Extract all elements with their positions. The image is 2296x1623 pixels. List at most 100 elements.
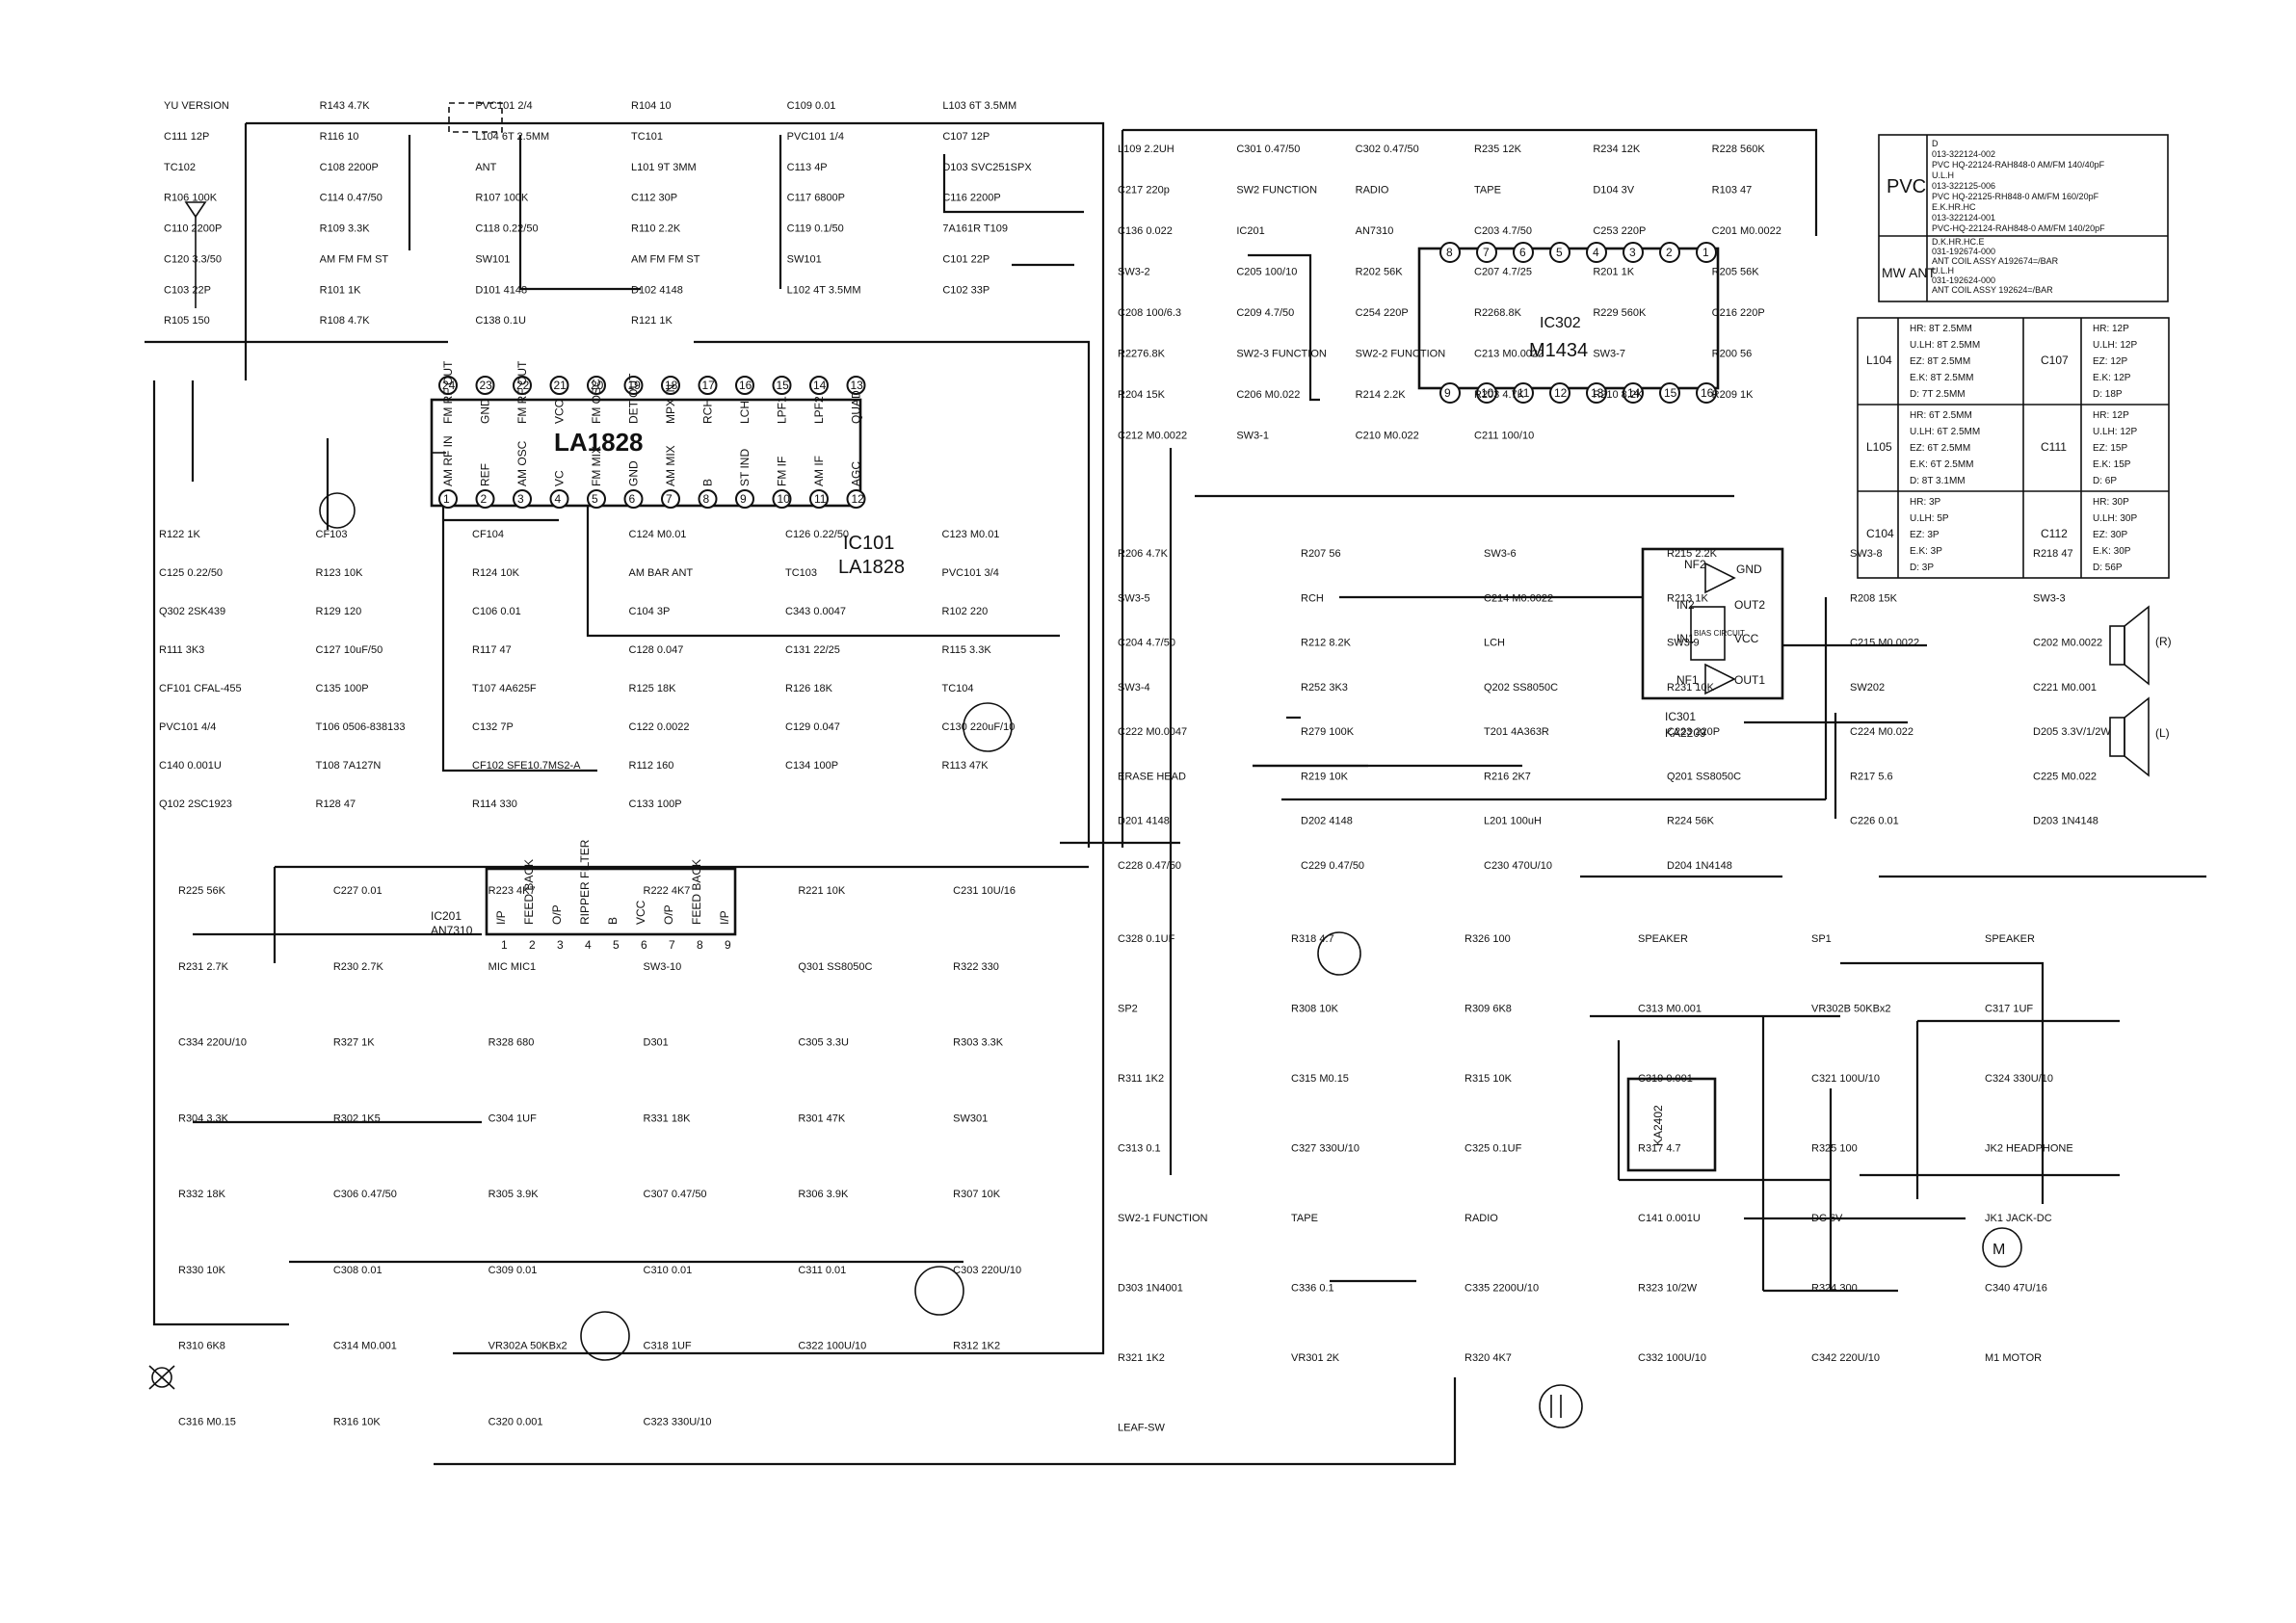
component-label: T107 4A625F [472, 683, 537, 694]
la1828-pin-number: 20 [591, 379, 604, 392]
spec-value: U.LH: 8T 2.5MM [1910, 340, 1980, 351]
component-label: L103 6T 3.5MM [942, 100, 1016, 112]
component-label: R209 1K [1712, 389, 1754, 401]
component-label: D205 3.3V/1/2W [2033, 726, 2111, 738]
component-label: C342 220U/10 [1811, 1352, 1880, 1364]
component-label: C304 1UF [488, 1113, 537, 1124]
spec-part: L105 [1866, 440, 1892, 454]
la1828-pin-label: VCC [553, 399, 567, 424]
la1828-pin-10 [772, 489, 792, 509]
component-label: R218 47 [2033, 548, 2073, 560]
la1828-pin-number: 13 [851, 379, 864, 392]
component-label: R252 3K3 [1301, 682, 1348, 694]
component-label: L102 4T 3.5MM [787, 284, 861, 296]
component-label: R105 150 [164, 315, 210, 327]
component-label: CF102 SFE10.7MS2-A [472, 760, 581, 772]
component-label: C336 0.1 [1291, 1283, 1334, 1295]
la1828-pin-label: AM OSC [515, 440, 529, 486]
component-label: SW3-5 [1118, 592, 1150, 604]
la1828-pin-number: 8 [703, 492, 710, 506]
component-label: R107 100K [475, 193, 529, 204]
speaker-sp2: (L) [2109, 696, 2170, 777]
component-label: C209 4.7/50 [1236, 307, 1294, 319]
component-label: R123 10K [316, 567, 364, 579]
ka2209-vcc: VCC [1734, 632, 1759, 645]
component-label: T106 0506-838133 [316, 721, 406, 733]
component-label: R231 2.7K [178, 961, 229, 973]
m1434-pin-number: 1 [1702, 246, 1709, 259]
component-label: MIC MIC1 [488, 961, 536, 973]
m1434-pin-10 [1476, 382, 1497, 404]
component-label: Q302 2SK439 [159, 606, 225, 617]
component-label: SW2-2 FUNCTION [1356, 349, 1446, 360]
spec-value2: E.K: 15P [2093, 459, 2131, 470]
spec-value2: D: 56P [2093, 563, 2123, 573]
component-label: C332 100U/10 [1638, 1352, 1706, 1364]
m1434-pin-number: 11 [1517, 386, 1530, 400]
pvc-line: 013-322125-006 [1932, 181, 1995, 191]
spec-value2: HR: 30P [2093, 497, 2129, 508]
ic302-m1434: IC302 M1434 [1417, 247, 1720, 390]
component-label: C324 330U/10 [1985, 1073, 2053, 1085]
la1828-pin-13 [846, 376, 866, 395]
component-label: Q102 2SC1923 [159, 798, 232, 810]
component-label: TC102 [164, 162, 196, 173]
component-label: C340 47U/16 [1985, 1283, 2047, 1295]
component-label: L101 9T 3MM [631, 162, 697, 173]
component-label: C335 2200U/10 [1465, 1283, 1539, 1295]
component-label: C228 0.47/50 [1118, 860, 1181, 872]
component-label: L109 2.2UH [1118, 144, 1174, 155]
component-label: C106 0.01 [472, 606, 521, 617]
la1828-pin-24 [438, 376, 458, 395]
ic302-ref: IC302 [1540, 315, 1581, 331]
component-label: R316 10K [333, 1416, 382, 1427]
component-label: C133 100P [629, 798, 682, 810]
an7310-pin-number: 5 [613, 938, 620, 952]
component-label: R312 1K2 [953, 1341, 1000, 1352]
la1828-pin-label: FM MIX [590, 446, 603, 486]
component-label: R210 8.2K [1593, 389, 1644, 401]
component-label: C119 0.1/50 [787, 223, 844, 235]
la1828-pin-number: 7 [666, 492, 673, 506]
component-label: SPEAKER [1985, 933, 2035, 945]
component-label: R325 100 [1811, 1143, 1858, 1155]
component-label: C309 0.01 [488, 1265, 538, 1276]
component-label: SPEAKER [1638, 933, 1688, 945]
ka2209-out2: OUT2 [1734, 598, 1765, 612]
m1434-pin-number: 3 [1629, 246, 1636, 259]
la1828-pin-number: 3 [517, 492, 524, 506]
la1828-pin-number: 9 [740, 492, 747, 506]
component-label: C319 0.001 [1638, 1073, 1693, 1085]
mw-ant-line: D.K.HR.HC.E [1932, 237, 1985, 247]
component-label: R101 1K [320, 284, 361, 296]
component-label: R309 6K8 [1465, 1004, 1512, 1015]
la1828-pin-number: 12 [852, 492, 865, 506]
m1434-pin-number: 14 [1627, 386, 1641, 400]
m1434-pin-number: 4 [1593, 246, 1599, 259]
la1828-pin-18 [661, 376, 680, 395]
component-label: C110 2200P [164, 223, 222, 235]
ic101-name-bottom: LA1828 [838, 557, 905, 578]
m1434-pin-5 [1549, 242, 1570, 263]
la1828-pin-label: AM RF IN [441, 435, 455, 486]
component-label: Q202 SS8050C [1484, 682, 1558, 694]
ic201-name: AN7310 [431, 924, 473, 937]
component-label: C226 0.01 [1850, 816, 1899, 827]
an7310-pin-label: O/P [550, 904, 564, 925]
component-label: D101 4148 [475, 284, 527, 296]
component-label: SW3-6 [1484, 548, 1517, 560]
mw-ant-line: 031-192674-000 [1932, 247, 1995, 256]
component-label: SP2 [1118, 1004, 1138, 1015]
component-label: R221 10K [798, 885, 846, 897]
spec-value: D: 8T 3.1MM [1910, 476, 1966, 486]
an7310-pin-label: B [606, 917, 620, 925]
ic201-ref: IC201 [431, 909, 462, 923]
component-label: R114 330 [472, 798, 517, 810]
la1828-pin-label: REF [479, 463, 492, 486]
component-label: AM FM FM ST [320, 253, 389, 265]
component-label: SW2-1 FUNCTION [1118, 1213, 1208, 1224]
component-label: R217 5.6 [1850, 771, 1893, 782]
component-label: R225 56K [178, 885, 226, 897]
component-label: C136 0.022 [1118, 225, 1173, 237]
